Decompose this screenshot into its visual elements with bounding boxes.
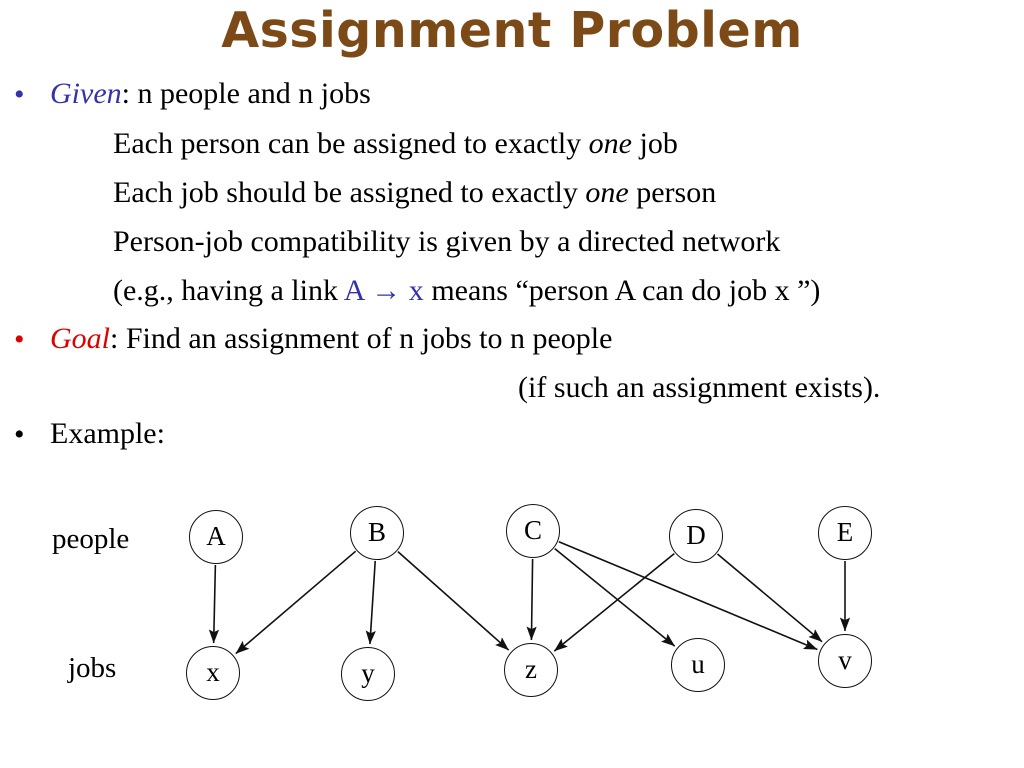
graph-edge-c-to-u — [554, 548, 676, 647]
graph-node-label: x — [206, 656, 220, 687]
keyword-goal: Goal — [50, 322, 110, 355]
graph-node-job-v[interactable]: v — [818, 634, 872, 688]
graph-node-label: C — [523, 514, 542, 545]
subline-example-link-part1: (e.g., having a link — [113, 274, 344, 307]
graph-node-label: A — [206, 520, 226, 551]
graph-edge-b-to-y — [365, 560, 377, 645]
graph-edge-a-to-x — [208, 564, 220, 644]
edge-layer — [208, 541, 851, 655]
graph-node-person-a[interactable]: A — [189, 510, 243, 564]
subline-each-person-part3: job — [631, 127, 678, 160]
subline-each-job: Each job should be assigned to exactly o… — [113, 178, 716, 208]
keyword-given: Given — [50, 77, 122, 110]
graph-edge-d-to-z — [553, 553, 675, 652]
subline-compatibility: Person-job compatibility is given by a d… — [113, 227, 780, 257]
subline-if-such-assignment: (if such an assignment exists). — [518, 373, 880, 403]
graph-node-job-u[interactable]: u — [671, 638, 725, 692]
subline-example-link: (e.g., having a link A → x means “person… — [113, 276, 820, 306]
subline-each-person-part1: Each person can be assigned to exactly — [113, 127, 589, 160]
graph-node-person-b[interactable]: B — [350, 506, 404, 560]
graph-edge-c-to-z — [526, 558, 537, 641]
subline-each-job-emph: one — [585, 176, 629, 209]
graph-node-label: z — [525, 653, 537, 684]
bullet-marker-given: • — [14, 78, 25, 111]
subline-each-job-part1: Each job should be assigned to exactly — [113, 176, 586, 209]
graph-node-person-d[interactable]: D — [669, 509, 723, 563]
subline-each-person: Each person can be assigned to exactly o… — [113, 129, 678, 159]
link-notation-a-to-x: A → x — [343, 274, 424, 307]
graph-node-label: y — [361, 657, 375, 688]
bullet-line-example: Example: — [50, 419, 165, 449]
subline-each-person-emph: one — [588, 127, 632, 160]
subline-if-such-assignment-text: (if such an assignment exists). — [518, 371, 881, 404]
bullet-marker-goal: • — [14, 323, 25, 356]
graph-node-person-c[interactable]: C — [506, 504, 560, 558]
example-label-text: Example: — [50, 417, 165, 450]
graph-node-job-y[interactable]: y — [341, 647, 395, 701]
bullet-line-given: Given: n people and n jobs — [50, 79, 371, 109]
subline-compatibility-text: Person-job compatibility is given by a d… — [113, 225, 781, 258]
graph-edge-b-to-z — [397, 551, 510, 651]
graph-node-job-x[interactable]: x — [186, 646, 240, 700]
row-label-people: people — [52, 523, 130, 555]
page-title: Assignment Problem — [221, 2, 803, 59]
graph-node-label: u — [691, 648, 705, 679]
graph-edge-d-to-v — [716, 553, 823, 643]
graph-node-person-e[interactable]: E — [818, 506, 872, 560]
graph-node-label: E — [836, 516, 854, 547]
bullet-marker-example: • — [14, 418, 25, 451]
goal-rest-text: : Find an assignment of n jobs to n peop… — [110, 322, 613, 355]
graph-node-label: D — [686, 519, 706, 550]
graph-node-label: v — [838, 644, 852, 675]
given-rest-text: : n people and n jobs — [121, 77, 371, 110]
row-label-jobs: jobs — [68, 652, 117, 684]
graph-node-label: B — [367, 516, 386, 547]
graph-edge-b-to-x — [235, 550, 357, 655]
subline-example-link-part3: means “person A can do job x ”) — [423, 274, 821, 307]
bullet-line-goal: Goal: Find an assignment of n jobs to n … — [50, 324, 612, 354]
subline-each-job-part3: person — [628, 176, 717, 209]
graph-node-job-z[interactable]: z — [504, 643, 558, 697]
